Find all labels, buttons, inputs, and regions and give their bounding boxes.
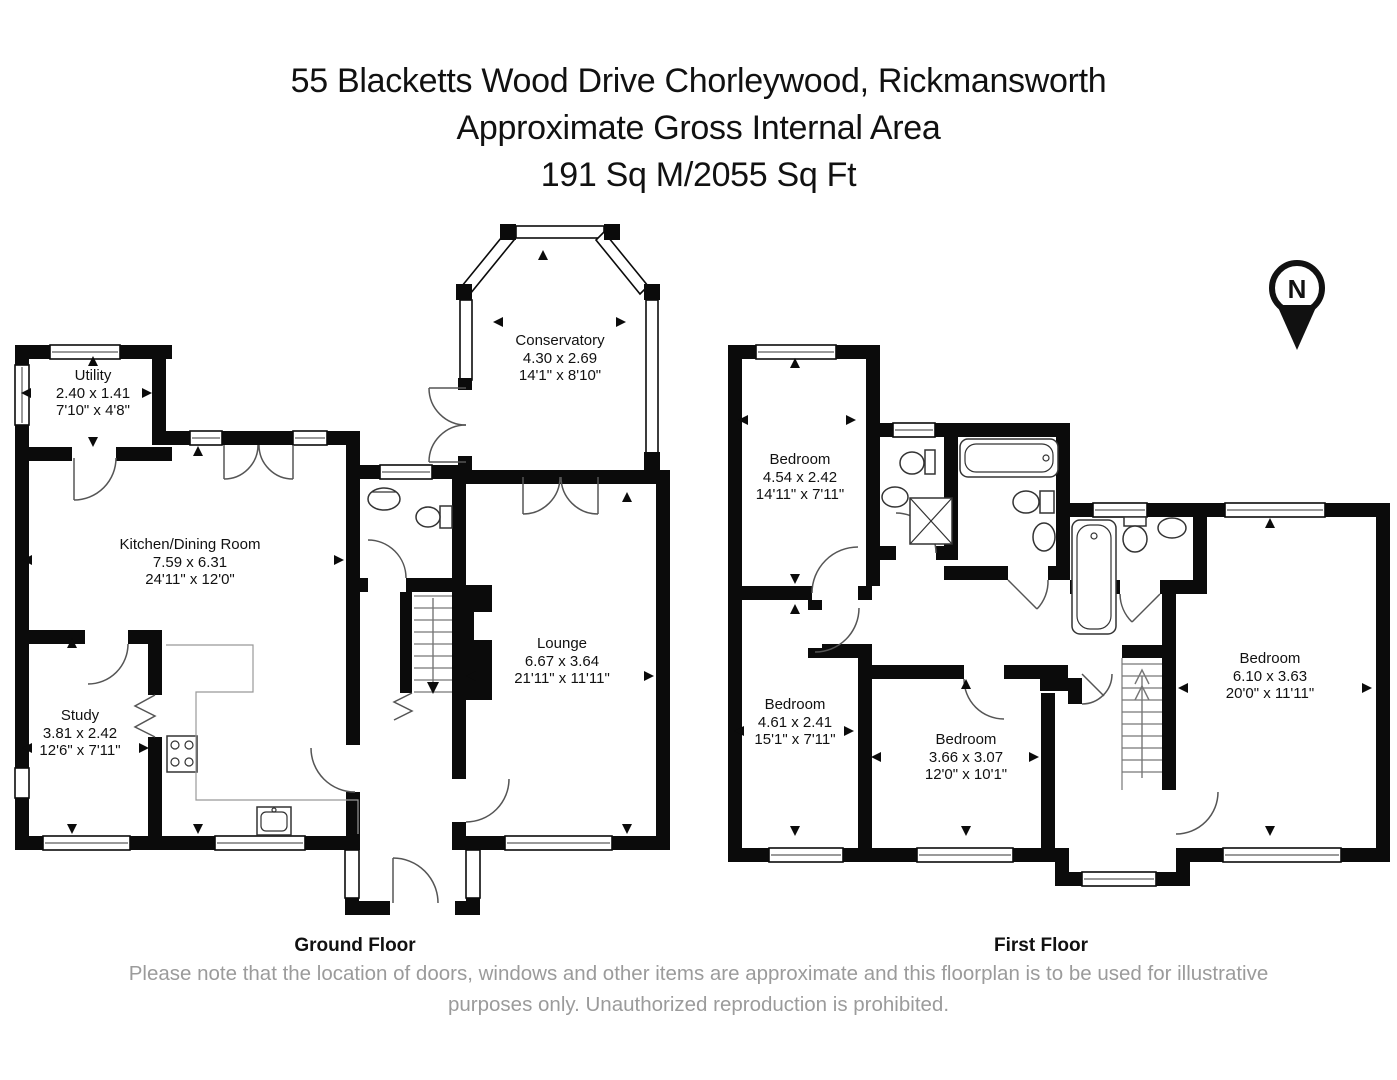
shower-room-sink bbox=[881, 486, 909, 508]
windows bbox=[14, 344, 1157, 899]
stair-down-arrow-icon bbox=[427, 682, 439, 694]
walls bbox=[728, 345, 1390, 886]
sink-2 bbox=[1157, 517, 1187, 539]
dimension-markers bbox=[734, 358, 1372, 836]
room-dim-metric: 2.40 x 1.41 bbox=[55, 384, 131, 402]
room-name: Lounge bbox=[536, 634, 588, 652]
wc-toilet-tank bbox=[439, 505, 453, 529]
title-block: 55 Blacketts Wood Drive Chorleywood, Ric… bbox=[0, 58, 1397, 199]
first-floor-plan bbox=[728, 344, 1390, 886]
bathroom-toilet-tank bbox=[1039, 490, 1055, 514]
room-dim-imperial: 12'6" x 7'11" bbox=[39, 741, 121, 759]
address-title: 55 Blacketts Wood Drive Chorleywood, Ric… bbox=[290, 62, 1107, 100]
room-dim-metric: 6.10 x 3.63 bbox=[1232, 667, 1308, 685]
room-label-kitchen-dining: Kitchen/Dining Room 7.59 x 6.31 24'11" x… bbox=[120, 536, 261, 589]
compass: N bbox=[1269, 260, 1325, 350]
room-name: Bedroom bbox=[1239, 649, 1301, 667]
room-dim-metric: 4.61 x 2.41 bbox=[757, 713, 833, 731]
wc-toilet bbox=[415, 506, 441, 528]
room-dim-metric: 6.67 x 3.64 bbox=[524, 652, 600, 670]
conservatory-glazing bbox=[456, 224, 660, 472]
subtitle-size: 191 Sq M/2055 Sq Ft bbox=[540, 156, 857, 194]
room-label-bedroom-2: Bedroom 4.61 x 2.41 15'1" x 7'11" bbox=[754, 696, 835, 749]
first-floor-label: First Floor bbox=[994, 935, 1088, 956]
stairs-down bbox=[414, 595, 452, 694]
shower-room-toilet-tank bbox=[924, 449, 936, 475]
bathtub-2 bbox=[1071, 519, 1117, 635]
room-label-bedroom-1: Bedroom 4.54 x 2.42 14'11" x 7'11" bbox=[756, 451, 844, 504]
room-label-lounge: Lounge 6.67 x 3.64 21'11" x 11'11" bbox=[514, 635, 610, 688]
room-label-bedroom-3: Bedroom 3.66 x 3.07 12'0" x 10'1" bbox=[925, 731, 1007, 784]
room-dim-metric: 3.81 x 2.42 bbox=[42, 724, 118, 742]
ground-floor-plan bbox=[14, 224, 1157, 915]
room-dim-imperial: 14'11" x 7'11" bbox=[755, 485, 845, 503]
room-dim-imperial: 15'1" x 7'11" bbox=[754, 730, 836, 748]
room-dim-imperial: 12'0" x 10'1" bbox=[924, 765, 1008, 783]
walls bbox=[15, 345, 670, 915]
stove bbox=[166, 735, 198, 773]
room-dim-imperial: 24'11" x 12'0" bbox=[145, 570, 235, 588]
bathtub bbox=[959, 438, 1059, 478]
bathroom-toilet bbox=[1012, 490, 1040, 514]
wc-sink bbox=[367, 487, 401, 511]
dimension-markers bbox=[21, 250, 654, 834]
room-dim-metric: 4.30 x 2.69 bbox=[522, 349, 598, 367]
room-label-conservatory: Conservatory 4.30 x 2.69 14'1" x 8'10" bbox=[515, 332, 604, 385]
room-dim-imperial: 14'1" x 8'10" bbox=[518, 366, 602, 384]
room-name: Bedroom bbox=[935, 730, 997, 748]
room-label-bedroom-4: Bedroom 6.10 x 3.63 20'0" x 11'11" bbox=[1226, 650, 1314, 703]
room-name: Kitchen/Dining Room bbox=[119, 535, 261, 553]
disclaimer: Please note that the location of doors, … bbox=[0, 958, 1397, 1020]
room-name: Conservatory bbox=[515, 331, 605, 349]
stair-up-arrow-icon bbox=[1134, 668, 1150, 685]
toilet-2-tank bbox=[1123, 516, 1147, 527]
fixtures bbox=[881, 438, 1187, 635]
kitchen-counter bbox=[166, 644, 359, 834]
disclaimer-line-2: purposes only. Unauthorized reproduction… bbox=[447, 993, 950, 1016]
room-dim-metric: 7.59 x 6.31 bbox=[152, 553, 228, 571]
subtitle-area: Approximate Gross Internal Area bbox=[456, 109, 941, 147]
room-dim-imperial: 21'11" x 11'11" bbox=[514, 669, 610, 687]
room-label-utility: Utility 2.40 x 1.41 7'10" x 4'8" bbox=[56, 367, 130, 420]
room-name: Utility bbox=[74, 366, 112, 384]
room-dim-imperial: 7'10" x 4'8" bbox=[56, 401, 130, 419]
shower-room-toilet bbox=[899, 451, 925, 475]
doors bbox=[73, 387, 599, 904]
toilet-2 bbox=[1122, 525, 1148, 553]
room-name: Bedroom bbox=[764, 695, 826, 713]
room-label-study: Study 3.81 x 2.42 12'6" x 7'11" bbox=[39, 707, 120, 760]
room-dim-metric: 3.66 x 3.07 bbox=[928, 748, 1004, 766]
disclaimer-line-1: Please note that the location of doors, … bbox=[128, 962, 1269, 985]
stairs-up bbox=[1121, 658, 1162, 790]
room-name: Study bbox=[60, 706, 100, 724]
room-dim-metric: 4.54 x 2.42 bbox=[762, 468, 838, 486]
compass-north-label: N bbox=[1288, 274, 1307, 304]
ground-floor-label: Ground Floor bbox=[294, 935, 416, 956]
room-dim-imperial: 20'0" x 11'11" bbox=[1225, 684, 1315, 702]
north-arrow-icon bbox=[1277, 305, 1317, 350]
windows bbox=[755, 344, 1342, 863]
fixtures bbox=[166, 487, 453, 836]
room-name: Bedroom bbox=[769, 450, 831, 468]
bathroom-sink bbox=[1032, 522, 1056, 552]
